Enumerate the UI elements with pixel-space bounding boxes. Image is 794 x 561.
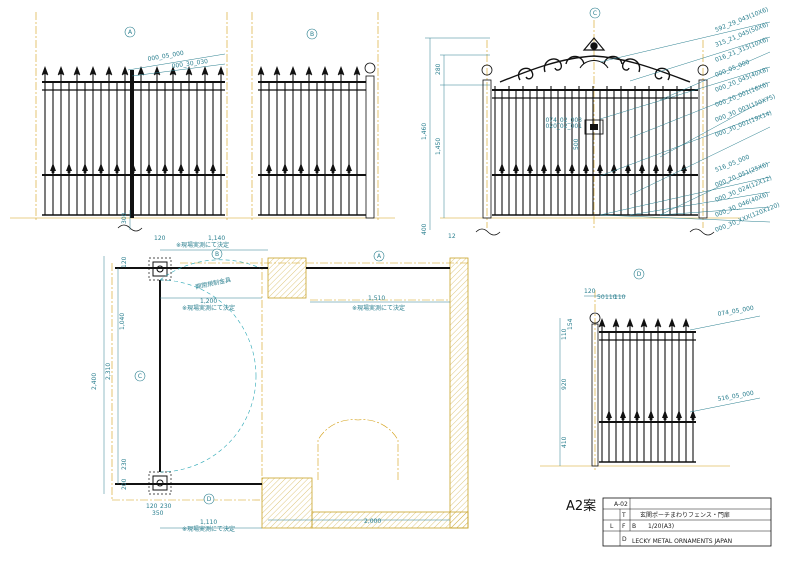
marker-plan-c: C xyxy=(134,370,146,382)
double-gate xyxy=(492,86,698,216)
svg-text:110: 110 xyxy=(614,294,626,301)
svg-text:300: 300 xyxy=(121,212,128,224)
svg-text:A: A xyxy=(377,253,382,260)
svg-text:※現場実測にて決定: ※現場実測にて決定 xyxy=(352,304,405,312)
svg-text:C: C xyxy=(593,10,597,17)
svg-text:110: 110 xyxy=(605,294,617,301)
svg-text:12: 12 xyxy=(448,233,456,240)
svg-text:230: 230 xyxy=(121,458,128,470)
marker-elev-c: C xyxy=(589,7,601,19)
svg-text:B: B xyxy=(632,523,636,530)
svg-text:400: 400 xyxy=(421,223,428,235)
svg-text:120: 120 xyxy=(146,503,158,510)
elevation-c-leaders: 592_29_043(10X6)315_21_045(50X6)016_21_3… xyxy=(599,6,781,234)
wall-pillar-top xyxy=(267,257,307,299)
svg-text:074_02_003: 074_02_003 xyxy=(545,117,582,124)
svg-text:D: D xyxy=(207,496,212,503)
elevation-d: D 120 50 110 110 110 154 920 410 074_05_… xyxy=(540,268,761,470)
svg-text:350: 350 xyxy=(152,510,164,517)
svg-text:※現場実測にて決定: ※現場実測にて決定 xyxy=(182,525,235,533)
drawing-scale: 1/20(A3) xyxy=(648,523,674,530)
title-block: A2案 A-02 玄関ポーチまわりフェンス・門扉 1/20(A3) LECKY … xyxy=(566,497,772,547)
post-b xyxy=(365,75,375,219)
plan-view: 120 1,140 ※現場実測にて決定 開閉規制金具 1,200 ※現場実測にて… xyxy=(91,235,470,533)
svg-text:020_02_001: 020_02_001 xyxy=(545,123,582,130)
marker-plan-b: B xyxy=(211,248,223,260)
svg-text:L: L xyxy=(610,523,614,530)
svg-text:開閉規制金具: 開閉規制金具 xyxy=(195,276,232,291)
fence-panel-d xyxy=(598,318,696,463)
company-name: LECKY METAL ORNAMENTS JAPAN xyxy=(632,538,732,545)
svg-text:000_30_030: 000_30_030 xyxy=(171,58,208,70)
svg-text:F: F xyxy=(622,523,626,530)
elevation-c: C 280 1,460 1,450 400 12 xyxy=(421,6,781,240)
post-cap-b xyxy=(364,62,376,74)
marker-plan-a: A xyxy=(373,250,385,262)
drawing-number: A-02 xyxy=(614,501,628,508)
gate-scroll-crest xyxy=(499,37,691,83)
svg-text:920: 920 xyxy=(561,378,568,390)
svg-text:A: A xyxy=(128,29,133,36)
svg-text:D: D xyxy=(622,536,627,543)
svg-text:50: 50 xyxy=(597,294,605,301)
marker-elev-d: D xyxy=(633,268,645,280)
svg-text:1,110: 1,110 xyxy=(200,519,217,526)
svg-text:1,200: 1,200 xyxy=(200,298,217,305)
svg-text:1,450: 1,450 xyxy=(435,138,442,155)
marker-elev-a: A xyxy=(124,26,136,38)
svg-text:000_05_000: 000_05_000 xyxy=(147,50,184,63)
svg-text:2,000: 2,000 xyxy=(364,518,381,525)
svg-text:074_05_000: 074_05_000 xyxy=(717,305,754,318)
svg-text:B: B xyxy=(215,251,219,258)
svg-text:110: 110 xyxy=(561,328,568,340)
drawing-title: 玄関ポーチまわりフェンス・門扉 xyxy=(640,511,730,519)
elevation-ab: A B 000_05_000 000_30_030 300 xyxy=(10,12,395,232)
svg-text:120: 120 xyxy=(121,256,128,268)
svg-text:120: 120 xyxy=(154,235,166,242)
fence-panel-b xyxy=(257,66,366,216)
svg-text:※現場実測にて決定: ※現場実測にて決定 xyxy=(182,304,235,312)
post-a xyxy=(130,70,134,218)
svg-text:500: 500 xyxy=(573,138,580,150)
svg-text:1,040: 1,040 xyxy=(119,313,126,330)
svg-text:※現場実測にて決定: ※現場実測にて決定 xyxy=(176,241,229,249)
svg-text:2,310: 2,310 xyxy=(105,363,112,380)
svg-text:T: T xyxy=(621,512,626,519)
wall-right xyxy=(449,257,469,529)
svg-text:230: 230 xyxy=(160,503,172,510)
svg-text:154: 154 xyxy=(567,318,574,330)
svg-text:1,140: 1,140 xyxy=(208,235,225,242)
svg-text:516_05_000: 516_05_000 xyxy=(717,390,754,403)
svg-text:1,460: 1,460 xyxy=(421,123,428,140)
svg-text:2,400: 2,400 xyxy=(91,373,98,390)
svg-text:C: C xyxy=(138,373,142,380)
svg-text:D: D xyxy=(637,271,642,278)
svg-text:410: 410 xyxy=(561,436,568,448)
marker-plan-d: D xyxy=(203,493,215,505)
sheet-label: A2案 xyxy=(566,499,596,514)
marker-elev-b: B xyxy=(306,28,318,40)
wall-bottom-left xyxy=(261,477,313,529)
svg-text:1,510: 1,510 xyxy=(368,295,385,302)
svg-text:B: B xyxy=(310,31,314,38)
svg-text:280: 280 xyxy=(435,63,442,75)
svg-text:120: 120 xyxy=(584,288,596,295)
svg-text:200: 200 xyxy=(121,478,128,490)
